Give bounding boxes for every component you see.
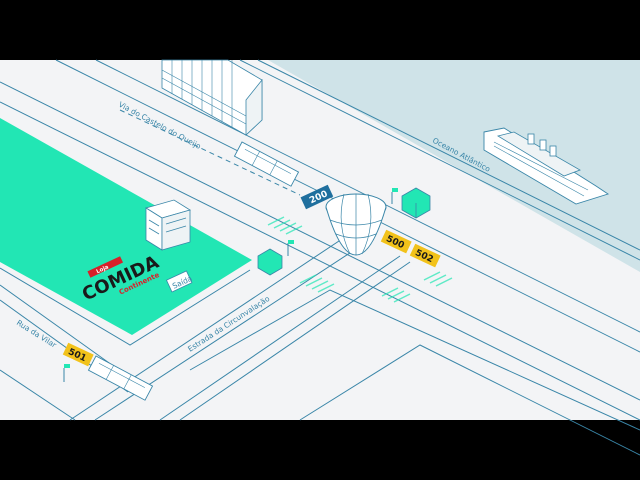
roundabout-globe-icon xyxy=(325,193,387,256)
bus-icon xyxy=(87,141,300,401)
letterbox-top xyxy=(0,0,640,60)
dashed-line xyxy=(119,109,301,196)
ocean-area xyxy=(268,60,640,272)
ship-icon xyxy=(483,127,610,205)
crosswalks xyxy=(267,216,453,303)
letterbox-bottom xyxy=(0,420,640,480)
bus-stop-flag-icon xyxy=(63,187,431,382)
building-icon xyxy=(161,59,263,136)
store-lot-border xyxy=(0,267,251,346)
road-lines xyxy=(0,59,640,456)
shop-icon xyxy=(145,199,191,251)
store-brand-tag: Loja xyxy=(96,264,110,275)
